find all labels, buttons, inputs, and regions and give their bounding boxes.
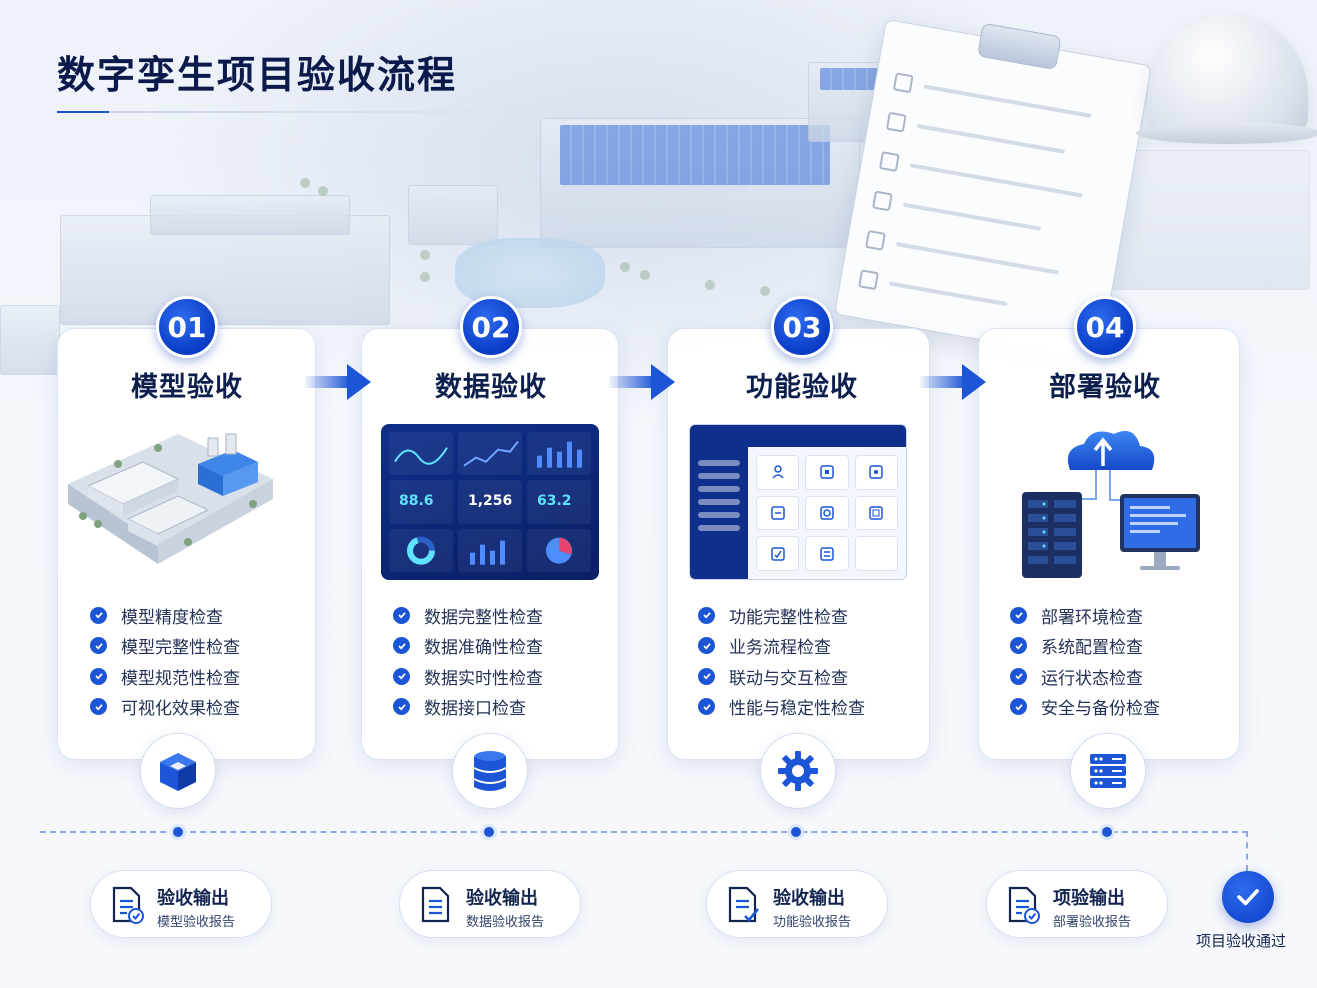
safety-helmet <box>1136 14 1317 144</box>
list-item: 联动与交互检查 <box>698 661 865 692</box>
list-item: 模型完整性检查 <box>90 631 240 662</box>
kpi-value: 88.6 <box>399 493 434 510</box>
data-dashboard-illustration: 88.6 1,256 63.2 <box>381 424 599 580</box>
stage-number-1: 01 <box>156 296 218 358</box>
check-icon <box>698 637 715 655</box>
check-icon <box>698 698 715 716</box>
kpi-value: 1,256 <box>468 493 513 510</box>
arrow-right-icon <box>920 364 986 400</box>
list-item: 可视化效果检查 <box>90 692 240 723</box>
check-icon <box>90 606 107 624</box>
list-item: 安全与备份检查 <box>1010 692 1160 723</box>
application-ui-illustration <box>689 424 907 580</box>
output-card-data: 验收输出 数据验收报告 <box>399 870 581 938</box>
gear-icon <box>760 733 836 809</box>
list-item: 数据完整性检查 <box>393 600 543 631</box>
document-icon <box>421 886 450 923</box>
server-icon <box>1070 733 1146 809</box>
cube-icon <box>140 733 216 809</box>
check-icon <box>90 637 107 655</box>
timeline-line <box>40 831 1248 833</box>
page-title: 数字孪生项目验收流程 <box>57 53 458 97</box>
list-item: 运行状态检查 <box>1010 661 1160 692</box>
stage-title-4: 部署验收 <box>1049 372 1161 403</box>
document-icon <box>728 886 760 923</box>
list-item: 业务流程检查 <box>698 631 865 662</box>
output-title: 验收输出 <box>773 888 845 909</box>
timeline-dot <box>788 824 804 840</box>
stage-number-4: 04 <box>1074 296 1136 358</box>
list-item: 部署环境检查 <box>1010 600 1160 631</box>
stage-title-3: 功能验收 <box>746 372 858 403</box>
output-subtitle: 数据验收报告 <box>466 915 545 930</box>
kpi-value: 63.2 <box>537 493 572 510</box>
stage-number-3: 03 <box>771 296 833 358</box>
output-subtitle: 功能验收报告 <box>773 915 852 930</box>
cloud-deployment-illustration <box>1022 430 1200 578</box>
check-list-deploy: 部署环境检查 系统配置检查 运行状态检查 安全与备份检查 <box>1010 600 1160 722</box>
output-title: 项验输出 <box>1053 888 1125 909</box>
document-icon <box>1008 886 1040 924</box>
timeline-dot <box>1099 824 1115 840</box>
check-icon <box>393 606 410 624</box>
list-item: 功能完整性检查 <box>698 600 865 631</box>
output-card-function: 验收输出 功能验收报告 <box>706 870 888 938</box>
arrow-right-icon <box>305 364 371 400</box>
timeline-dot <box>481 824 497 840</box>
check-icon <box>1010 637 1027 655</box>
check-icon <box>393 637 410 655</box>
arrow-right-icon <box>609 364 675 400</box>
stage-number-2: 02 <box>460 296 522 358</box>
timeline-connector <box>1246 831 1248 871</box>
list-item: 数据实时性检查 <box>393 661 543 692</box>
check-icon <box>698 667 715 685</box>
list-item: 模型规范性检查 <box>90 661 240 692</box>
factory-model-illustration <box>68 433 273 564</box>
check-list-model: 模型精度检查 模型完整性检查 模型规范性检查 可视化效果检查 <box>90 600 240 722</box>
output-title: 验收输出 <box>157 888 229 909</box>
check-icon <box>90 698 107 716</box>
check-icon <box>1010 667 1027 685</box>
output-subtitle: 模型验收报告 <box>157 915 236 930</box>
database-icon <box>452 733 528 809</box>
title-underline <box>57 111 557 113</box>
output-subtitle: 部署验收报告 <box>1053 915 1132 930</box>
check-icon <box>90 667 107 685</box>
check-icon <box>393 667 410 685</box>
output-card-deploy: 项验输出 部署验收报告 <box>986 870 1168 938</box>
list-item: 性能与稳定性检查 <box>698 692 865 723</box>
document-icon <box>112 886 144 924</box>
list-item: 模型精度检查 <box>90 600 240 631</box>
timeline-dot <box>170 824 186 840</box>
check-icon <box>1010 606 1027 624</box>
stage-title-2: 数据验收 <box>435 372 547 403</box>
list-item: 数据准确性检查 <box>393 631 543 662</box>
check-icon <box>1010 698 1027 716</box>
project-passed-label: 项目验收通过 <box>1196 932 1287 950</box>
output-card-model: 验收输出 模型验收报告 <box>90 870 272 938</box>
check-circle-icon <box>1222 871 1274 923</box>
output-title: 验收输出 <box>466 888 538 909</box>
stage-title-1: 模型验收 <box>131 372 243 403</box>
check-list-function: 功能完整性检查 业务流程检查 联动与交互检查 性能与稳定性检查 <box>698 600 865 722</box>
check-list-data: 数据完整性检查 数据准确性检查 数据实时性检查 数据接口检查 <box>393 600 543 722</box>
check-icon <box>698 606 715 624</box>
list-item: 数据接口检查 <box>393 692 543 723</box>
check-icon <box>393 698 410 716</box>
list-item: 系统配置检查 <box>1010 631 1160 662</box>
